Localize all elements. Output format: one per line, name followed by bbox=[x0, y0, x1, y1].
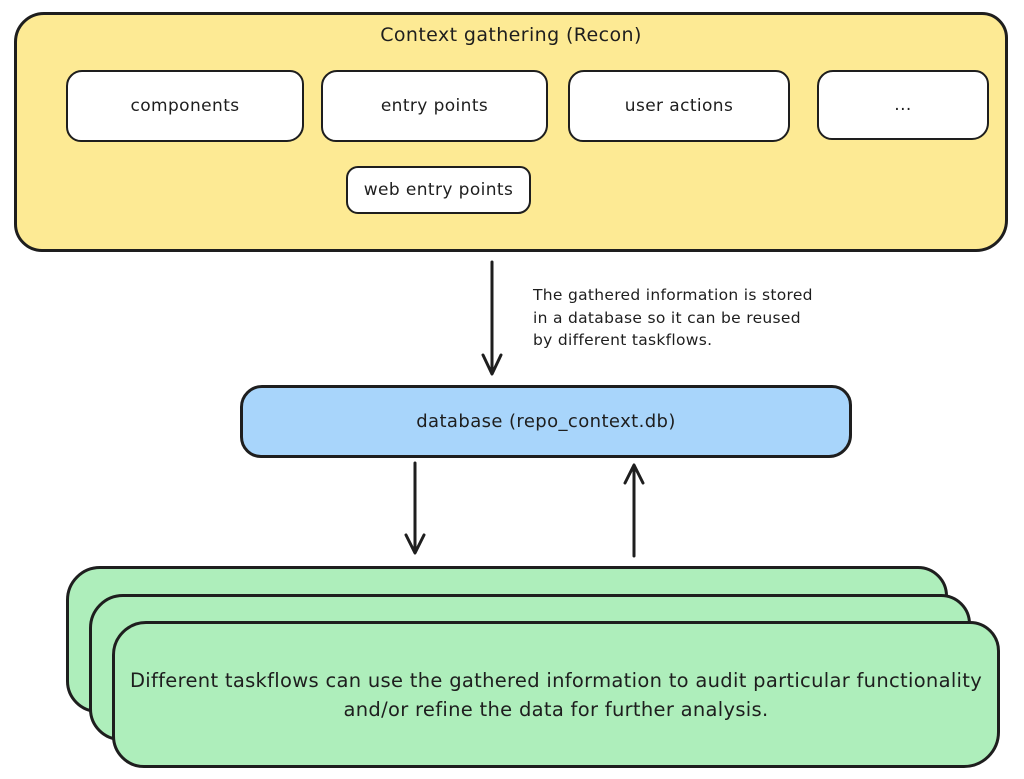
web-entry-points-label: web entry points bbox=[363, 180, 514, 200]
entry-points-label: entry points bbox=[380, 96, 489, 116]
user-actions-box: user actions bbox=[568, 70, 790, 142]
user-actions-label: user actions bbox=[624, 96, 734, 116]
down-arrow-icon bbox=[404, 461, 426, 555]
components-box: components bbox=[66, 70, 304, 142]
entry-points-box: entry points bbox=[321, 70, 548, 142]
annotation-line: The gathered information is stored bbox=[533, 286, 813, 304]
taskflow-description-line: and/or refine the data for further analy… bbox=[343, 697, 769, 721]
down-arrow-icon bbox=[481, 260, 503, 376]
database-label: database (repo_context.db) bbox=[416, 411, 676, 432]
taskflow-description-line: Different taskflows can use the gathered… bbox=[129, 668, 983, 692]
context-gathering-group: Context gathering (Recon) components ent… bbox=[14, 12, 1008, 252]
taskflow-description: Different taskflows can use the gathered… bbox=[120, 666, 992, 724]
ellipsis-box: ... bbox=[817, 70, 989, 140]
components-label: components bbox=[130, 96, 240, 116]
database-annotation: The gathered information is stored in a … bbox=[533, 284, 813, 352]
database-box: database (repo_context.db) bbox=[240, 385, 852, 458]
taskflow-card-front: Different taskflows can use the gathered… bbox=[112, 621, 1000, 768]
annotation-line: by different taskflows. bbox=[533, 331, 713, 349]
annotation-line: in a database so it can be reused bbox=[533, 308, 801, 327]
web-entry-points-box: web entry points bbox=[346, 166, 531, 214]
context-gathering-title: Context gathering (Recon) bbox=[380, 24, 642, 46]
ellipsis-label: ... bbox=[894, 95, 912, 115]
up-arrow-icon bbox=[623, 463, 645, 558]
